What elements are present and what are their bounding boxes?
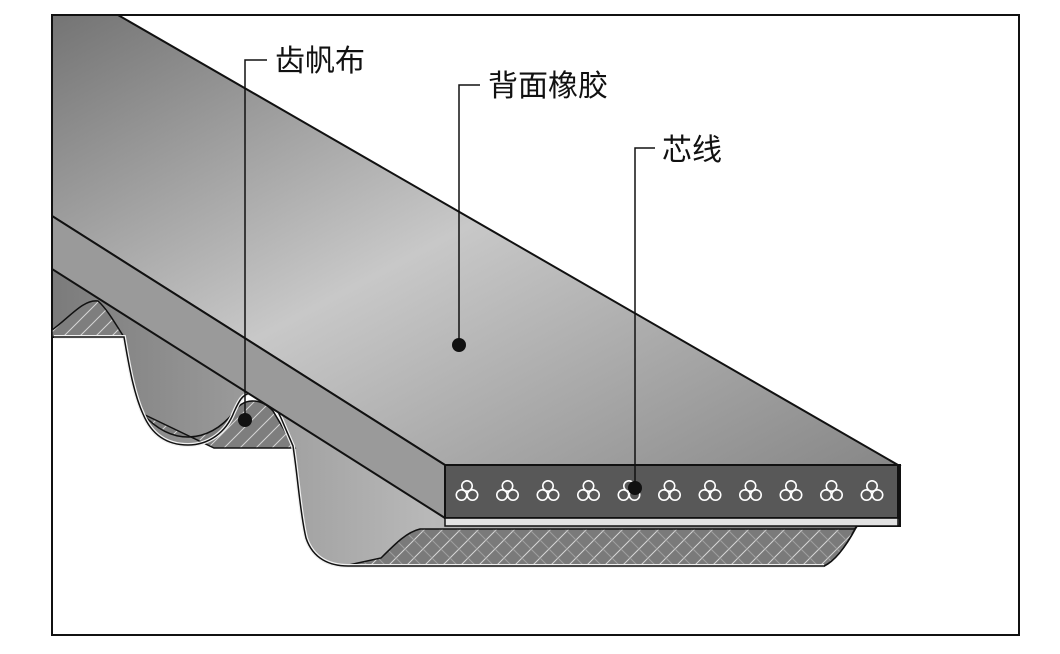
fabric-layer bbox=[444, 517, 899, 527]
marker-tooth-fabric bbox=[238, 413, 252, 427]
cord-strand bbox=[709, 488, 722, 501]
cord-strand bbox=[871, 488, 884, 501]
cord-strand bbox=[703, 479, 716, 492]
cord-strand bbox=[825, 479, 838, 492]
cord-strand bbox=[865, 479, 878, 492]
cord-strand bbox=[582, 479, 595, 492]
label-tooth-fabric: 齿帆布 bbox=[275, 44, 365, 79]
cord-strand bbox=[466, 488, 479, 501]
cord-strand bbox=[541, 479, 554, 492]
cord-strand bbox=[668, 488, 681, 501]
tooth-cross-section-left bbox=[52, 300, 126, 338]
tensile-cord bbox=[495, 479, 519, 501]
tensile-cord bbox=[657, 479, 681, 501]
tensile-cord bbox=[455, 479, 479, 501]
tensile-cord bbox=[536, 479, 560, 501]
tensile-cord bbox=[698, 479, 722, 501]
cord-strand bbox=[830, 488, 843, 501]
label-tensile-cord: 芯线 bbox=[662, 133, 722, 168]
leader-tensile-cord bbox=[634, 147, 655, 488]
cord-strand bbox=[744, 479, 757, 492]
leader-back-rubber bbox=[458, 84, 480, 345]
tensile-cord bbox=[738, 479, 762, 501]
marker-tensile-cord bbox=[628, 481, 642, 495]
cord-strand bbox=[749, 488, 762, 501]
cord-strand bbox=[460, 479, 473, 492]
cord-strand bbox=[501, 479, 514, 492]
cord-strand bbox=[663, 479, 676, 492]
tensile-cord bbox=[819, 479, 843, 501]
leader-tooth-fabric bbox=[244, 59, 267, 420]
cord-strand bbox=[587, 488, 600, 501]
tooth-cross-section-right bbox=[343, 528, 857, 567]
cord-strand bbox=[784, 479, 797, 492]
tensile-cord bbox=[576, 479, 600, 501]
cord-strand bbox=[790, 488, 803, 501]
cord-strand bbox=[506, 488, 519, 501]
cord-strand bbox=[547, 488, 560, 501]
tensile-cord bbox=[860, 479, 884, 501]
tensile-cord bbox=[779, 479, 803, 501]
label-back-rubber: 背面橡胶 bbox=[488, 69, 608, 104]
marker-back-rubber bbox=[452, 338, 466, 352]
